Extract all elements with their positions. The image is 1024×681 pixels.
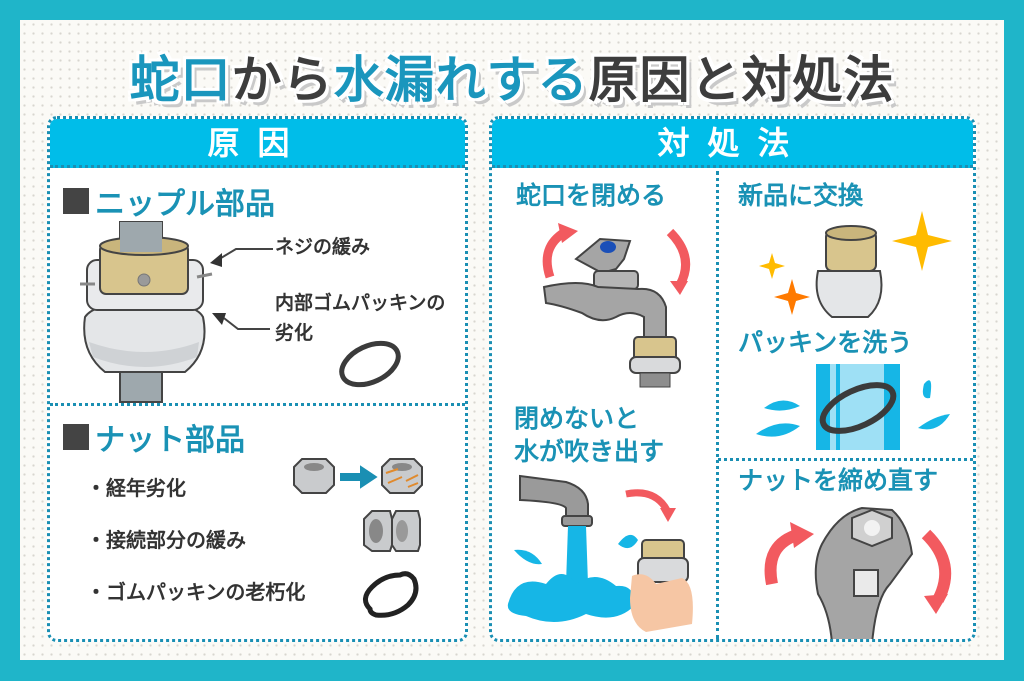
- cause-item-loose: ・接続部分の緩み: [86, 528, 246, 552]
- label-inner-packing: 内部ゴムパッキンの: [275, 292, 446, 314]
- solutions-panel: 対処法 蛇口を閉める 閉めないと 水が吹き出す 新品に交換: [489, 116, 976, 642]
- warning-heading-line1: 閉めないと: [514, 404, 640, 433]
- tighten-heading: ナットを締め直す: [738, 466, 939, 495]
- water-spray-icon: [507, 474, 693, 632]
- pointer-arrow-icon: [212, 313, 270, 330]
- title-part-faucet: 蛇口: [129, 51, 232, 109]
- nipple-part-icon: [80, 221, 213, 403]
- square-bullet-icon: [63, 188, 89, 214]
- deformed-packing-icon: [363, 571, 419, 618]
- solutions-column-divider: [716, 171, 719, 639]
- page-title: 蛇口から水漏れする原因と対処法: [0, 40, 1024, 112]
- loose-nut-icon: [363, 510, 421, 552]
- replace-heading: 新品に交換: [738, 181, 864, 210]
- warning-heading-line2: 水が吹き出す: [514, 437, 665, 466]
- causes-header: 原因: [50, 119, 465, 168]
- title-part-leak: 水漏れする: [333, 51, 589, 109]
- cause-item-aging: ・経年劣化: [86, 476, 186, 500]
- new-part-sparkle-icon: [759, 211, 952, 318]
- nipple-heading: ニップル部品: [63, 179, 275, 223]
- causes-panel: 原因 ニップル部品 ネジの緩み 内部ゴムパッキンの 劣化 ナット部品 ・経年劣化…: [47, 116, 468, 642]
- rubber-packing-icon: [339, 340, 401, 388]
- title-part-cause-solution: 原因と対処法: [588, 51, 895, 109]
- cause-item-packing: ・ゴムパッキンの老朽化: [86, 580, 306, 604]
- title-part-from: から: [231, 51, 334, 109]
- nut-rust-icon: [293, 458, 423, 494]
- solutions-header: 対処法: [492, 119, 973, 168]
- wrench-tighten-icon: [764, 506, 952, 639]
- wash-heading: パッキンを洗う: [738, 328, 913, 357]
- close-faucet-heading: 蛇口を閉める: [516, 181, 667, 210]
- causes-divider: [50, 403, 465, 406]
- nut-heading: ナット部品: [63, 415, 245, 459]
- solutions-row-divider: [718, 458, 973, 461]
- square-bullet-icon: [63, 424, 89, 450]
- pointer-arrow-icon: [210, 248, 273, 267]
- label-screw-loose: ネジの緩み: [275, 236, 371, 258]
- wash-packing-icon: [756, 364, 950, 450]
- faucet-turn-icon: [542, 223, 691, 388]
- label-deterioration: 劣化: [275, 322, 314, 344]
